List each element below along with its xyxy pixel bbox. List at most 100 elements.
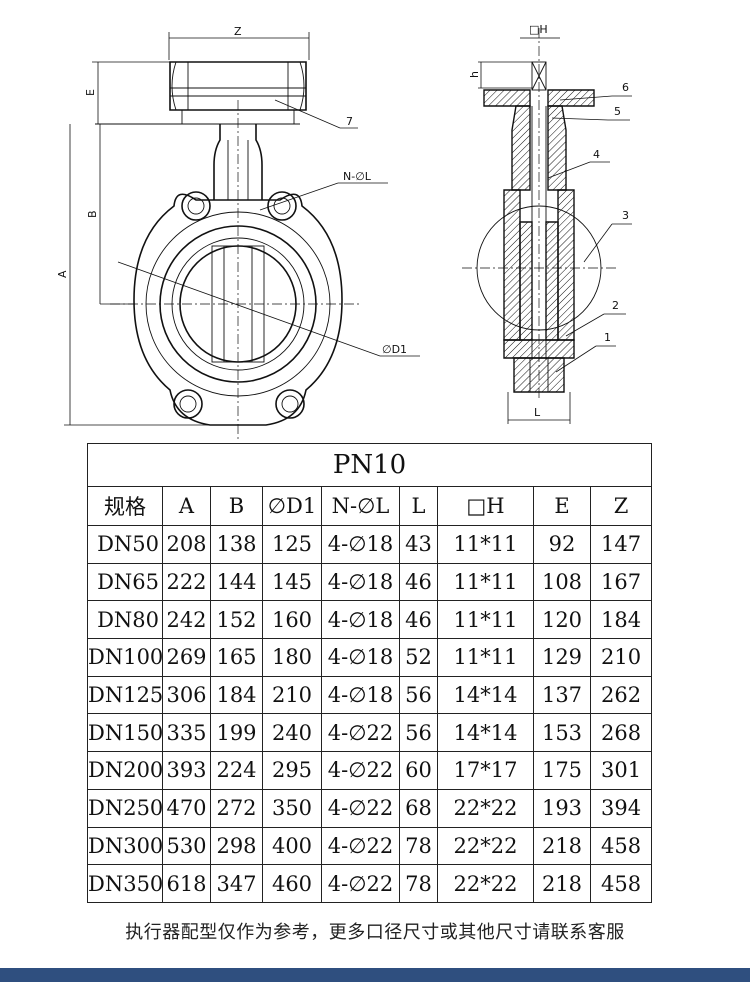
table-cell-model: DN100	[87, 638, 163, 677]
table-cell: 14*14	[437, 675, 534, 715]
table-cell: 4-∅18	[321, 638, 400, 677]
table-cell: 210	[589, 638, 653, 677]
table-cell: 108	[533, 562, 591, 602]
table-header-cell: A	[162, 486, 211, 526]
table-cell: 22*22	[437, 826, 534, 866]
table-cell: 145	[262, 562, 322, 602]
table-cell: 11*11	[437, 525, 534, 564]
table-cell-model: DN200	[87, 751, 163, 790]
table-cell: 242	[162, 600, 211, 640]
part-3-label: 3	[622, 209, 629, 222]
table-cell-model: DN150	[87, 713, 163, 753]
side-view: □H h L	[462, 23, 632, 424]
table-cell: 208	[162, 525, 211, 564]
table-cell: 218	[533, 826, 591, 866]
d1-diameter-label: ∅D1	[382, 343, 407, 356]
table-cell: 4-∅18	[321, 562, 400, 602]
table-cell: 4-∅22	[321, 864, 400, 903]
table-cell: 295	[262, 751, 322, 790]
table-cell: 56	[399, 713, 438, 753]
table-cell: 52	[399, 638, 438, 677]
drawing-svg: Z E	[56, 23, 632, 440]
table-cell: 167	[589, 562, 653, 602]
table-cell: 129	[533, 638, 591, 677]
table-cell: 144	[210, 562, 263, 602]
table-cell: 184	[589, 600, 653, 640]
table-cell-model: DN250	[87, 788, 163, 828]
table-cell: 180	[262, 638, 322, 677]
table-cell: 350	[262, 788, 322, 828]
table-cell: 218	[533, 864, 591, 903]
h-label: h	[468, 71, 481, 78]
table-cell: 147	[589, 525, 653, 564]
table-cell: 210	[262, 675, 322, 715]
part-6-label: 6	[622, 81, 629, 94]
table-cell: 165	[210, 638, 263, 677]
table-cell: 78	[399, 826, 438, 866]
table-header-cell: N-∅L	[321, 486, 400, 526]
table-cell: 11*11	[437, 638, 534, 677]
table-cell: 46	[399, 600, 438, 640]
table-cell: 78	[399, 864, 438, 903]
table-cell-model: DN80	[87, 600, 163, 640]
table-header-cell: ∅D1	[262, 486, 322, 526]
table-cell: 268	[589, 713, 653, 753]
table-cell: 262	[589, 675, 653, 715]
table-cell: 60	[399, 751, 438, 790]
part-5-label: 5	[614, 105, 621, 118]
table-cell: 14*14	[437, 713, 534, 753]
table-cell: 17*17	[437, 751, 534, 790]
table-cell: 43	[399, 525, 438, 564]
valve-technical-drawing: Z E	[0, 0, 750, 440]
table-cell: 4-∅22	[321, 751, 400, 790]
footnote-text: 执行器配型仅作为参考，更多口径尺寸或其他尺寸请联系客服	[125, 922, 625, 943]
table-header-cell: 规格	[87, 486, 163, 526]
part-2-label: 2	[612, 299, 619, 312]
table-header-cell: L	[399, 486, 438, 526]
table-cell-model: DN50	[87, 525, 163, 564]
table-cell: 240	[262, 713, 322, 753]
a-dimension-label: A	[56, 270, 69, 278]
table-cell: 11*11	[437, 600, 534, 640]
table-cell: 160	[262, 600, 322, 640]
table-cell: 222	[162, 562, 211, 602]
table-cell: 153	[533, 713, 591, 753]
table-cell: 199	[210, 713, 263, 753]
table-cell: 125	[262, 525, 322, 564]
table-cell: 458	[589, 826, 653, 866]
table-cell: 4-∅18	[321, 600, 400, 640]
part-1-label: 1	[604, 331, 611, 344]
table-cell: 68	[399, 788, 438, 828]
h-square-label: □H	[529, 23, 548, 36]
table-cell: 458	[589, 864, 653, 903]
table-cell: 4-∅22	[321, 713, 400, 753]
table-cell: 400	[262, 826, 322, 866]
l-dimension-label: L	[534, 406, 541, 419]
table-cell: 22*22	[437, 788, 534, 828]
part-7-label: 7	[346, 115, 353, 128]
table-cell: 224	[210, 751, 263, 790]
table-cell: 46	[399, 562, 438, 602]
table-header-cell: Z	[589, 486, 653, 526]
table-cell: 298	[210, 826, 263, 866]
table-cell: 393	[162, 751, 211, 790]
table-cell: 193	[533, 788, 591, 828]
bottom-accent-bar	[0, 968, 750, 982]
table-cell: 530	[162, 826, 211, 866]
table-cell: 269	[162, 638, 211, 677]
table-cell: 306	[162, 675, 211, 715]
part-4-label: 4	[593, 148, 600, 161]
table-cell: 184	[210, 675, 263, 715]
table-cell: 137	[533, 675, 591, 715]
